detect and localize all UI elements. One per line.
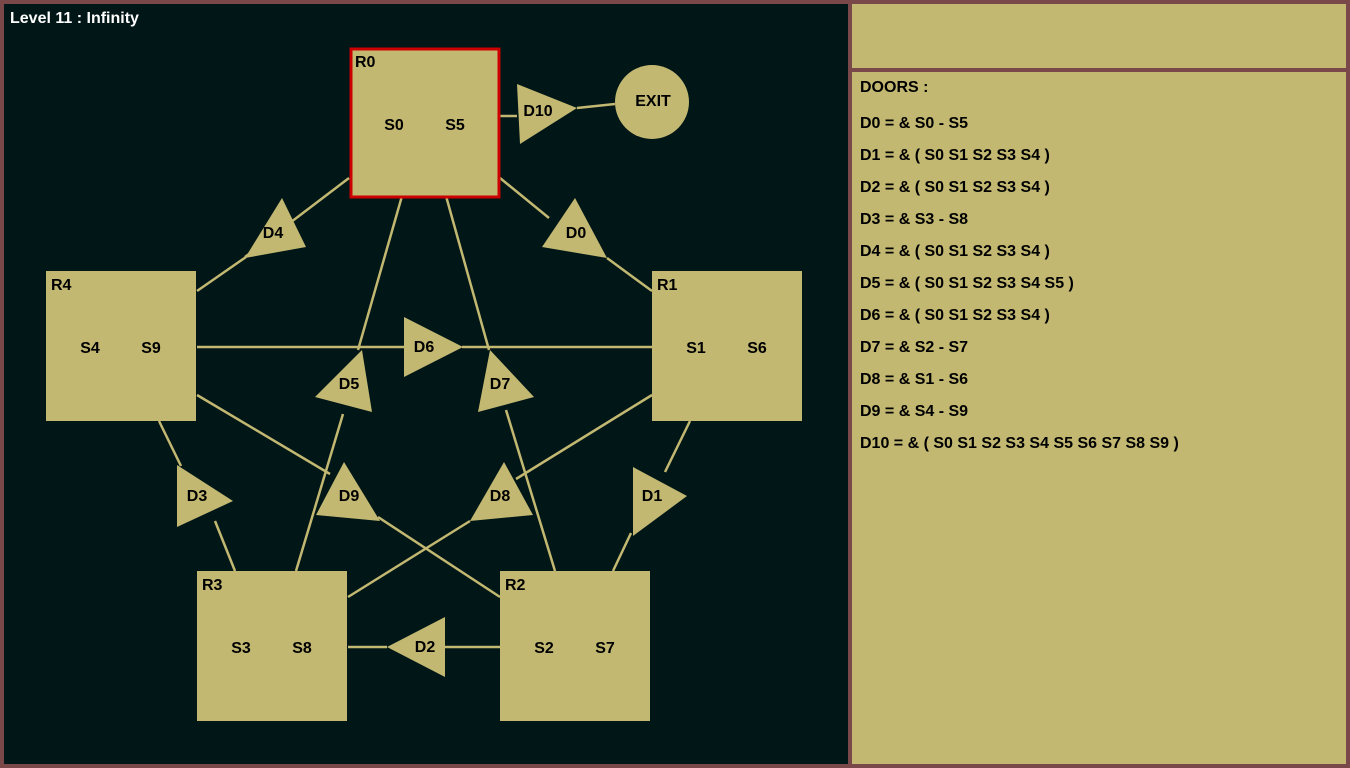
connection-line-16: [515, 393, 653, 481]
room-label: R1: [657, 277, 678, 294]
door-label: D8: [490, 488, 511, 505]
door-d2: D2: [387, 617, 445, 677]
switch-s0: S0: [384, 117, 404, 134]
door-label: D5: [339, 376, 360, 393]
door-d5: D5: [315, 350, 372, 412]
door-rule-d6: D6 = & ( S0 S1 S2 S3 S4 ): [860, 307, 1050, 324]
door-label: D7: [490, 376, 511, 393]
door-label: D10: [523, 103, 552, 120]
level-title: Level 11 : Infinity: [10, 10, 139, 27]
door-d3: D3: [177, 465, 233, 527]
door-d4: D4: [245, 198, 306, 258]
door-d1: D1: [633, 467, 687, 536]
door-shape: [470, 462, 533, 521]
door-rule-d4: D4 = & ( S0 S1 S2 S3 S4 ): [860, 243, 1050, 260]
door-shape: [404, 317, 463, 377]
connection-line-1: [196, 255, 247, 293]
door-shape: [245, 198, 306, 258]
door-shape: [542, 198, 607, 258]
door-shape: [177, 465, 233, 527]
connection-line-3: [606, 256, 653, 293]
room-box: [197, 571, 347, 721]
info-panel: [852, 4, 1346, 68]
switch-s1: S1: [686, 340, 706, 357]
door-label: D0: [566, 225, 587, 242]
door-shape: [478, 350, 534, 412]
connection-line-12: [157, 420, 183, 467]
door-label: D9: [339, 488, 360, 505]
door-rule-d9: D9 = & S4 - S9: [860, 403, 969, 420]
room-box: [652, 271, 802, 421]
door-d6: D6: [404, 317, 463, 377]
room-box: [46, 271, 196, 421]
door-rule-d0: D0 = & S0 - S5: [860, 115, 969, 132]
doors-heading: DOORS :: [860, 79, 929, 96]
door-d10: D10: [517, 84, 577, 144]
switch-s4: S4: [80, 340, 100, 357]
door-rule-d8: D8 = & S1 - S6: [860, 371, 969, 388]
exit-circle: [615, 65, 689, 139]
switch-s2: S2: [534, 640, 554, 657]
connection-line-14: [196, 393, 331, 476]
exit: EXIT: [615, 65, 689, 139]
door-label: D4: [263, 225, 284, 242]
door-d7: D7: [478, 350, 534, 412]
room-label: R4: [51, 277, 72, 294]
door-shape: [316, 462, 380, 521]
switch-s8: S8: [292, 640, 312, 657]
connection-line-2: [499, 177, 550, 219]
connection-line-13: [213, 520, 237, 572]
switch-s9: S9: [141, 340, 161, 357]
door-rule-d1: D1 = & ( S0 S1 S2 S3 S4 ): [860, 147, 1050, 164]
room-box: [349, 47, 501, 199]
switch-s5: S5: [445, 117, 465, 134]
room-label: R3: [202, 577, 223, 594]
door-d0: D0: [542, 198, 607, 258]
door-label: D2: [415, 639, 436, 656]
door-label: D3: [187, 488, 208, 505]
connection-line-18: [663, 420, 692, 473]
door-shape: [387, 617, 445, 677]
connection-line-7: [504, 409, 557, 572]
connection-line-9: [576, 102, 616, 110]
door-rule-d2: D2 = & ( S0 S1 S2 S3 S4 ): [860, 179, 1050, 196]
door-shape: [633, 467, 687, 536]
door-label: D1: [642, 488, 663, 505]
door-d9: D9: [316, 462, 380, 521]
switch-s3: S3: [231, 640, 251, 657]
switch-s6: S6: [747, 340, 767, 357]
door-rule-d5: D5 = & ( S0 S1 S2 S3 S4 S5 ): [860, 275, 1074, 292]
doors-panel: DOORS : D0 = & S0 - S5 D1 = & ( S0 S1 S2…: [852, 72, 1346, 764]
room-label: R2: [505, 577, 526, 594]
door-rule-d3: D3 = & S3 - S8: [860, 211, 969, 228]
door-rule-d7: D7 = & S2 - S7: [860, 339, 969, 356]
room-box: [500, 571, 650, 721]
connection-line-15: [377, 515, 501, 599]
connection-line-6: [444, 195, 491, 351]
connection-line-19: [611, 532, 633, 572]
connection-line-17: [347, 519, 471, 599]
door-shape: [315, 350, 372, 412]
switch-s7: S7: [595, 640, 615, 657]
room-label: R0: [355, 54, 376, 71]
door-rule-d10: D10 = & ( S0 S1 S2 S3 S4 S5 S6 S7 S8 S9 …: [860, 435, 1179, 452]
door-d8: D8: [470, 462, 533, 521]
connection-line-5: [294, 413, 345, 572]
connection-line-4: [356, 195, 404, 351]
door-shape: [517, 84, 577, 144]
door-label: D6: [414, 339, 435, 356]
exit-label: EXIT: [635, 93, 671, 110]
